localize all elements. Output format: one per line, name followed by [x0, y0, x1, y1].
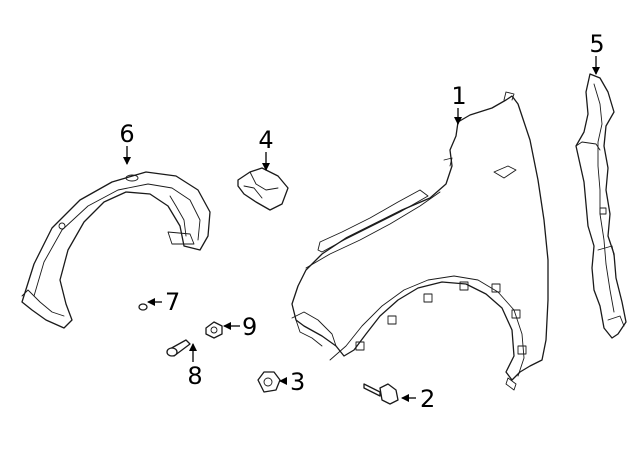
clip-nut-part: [205, 321, 223, 339]
pin-part: [138, 303, 148, 311]
callout-9: 9: [242, 313, 257, 341]
callout-2: 2: [420, 385, 435, 413]
callout-7: 7: [165, 288, 180, 316]
bracket-part: [237, 167, 289, 211]
side-seal-part: [575, 73, 627, 339]
callout-8: 8: [187, 362, 202, 390]
callout-6: 6: [119, 120, 134, 148]
callout-4: 4: [258, 126, 273, 154]
bolt-part: [363, 383, 399, 405]
callout-3: 3: [290, 368, 305, 396]
push-clip-part: [166, 339, 191, 357]
callout-5: 5: [589, 30, 604, 58]
callout-1: 1: [451, 82, 466, 110]
nut-part: [257, 371, 281, 393]
fender-liner-part: [21, 171, 211, 329]
fender-part: [291, 91, 549, 391]
